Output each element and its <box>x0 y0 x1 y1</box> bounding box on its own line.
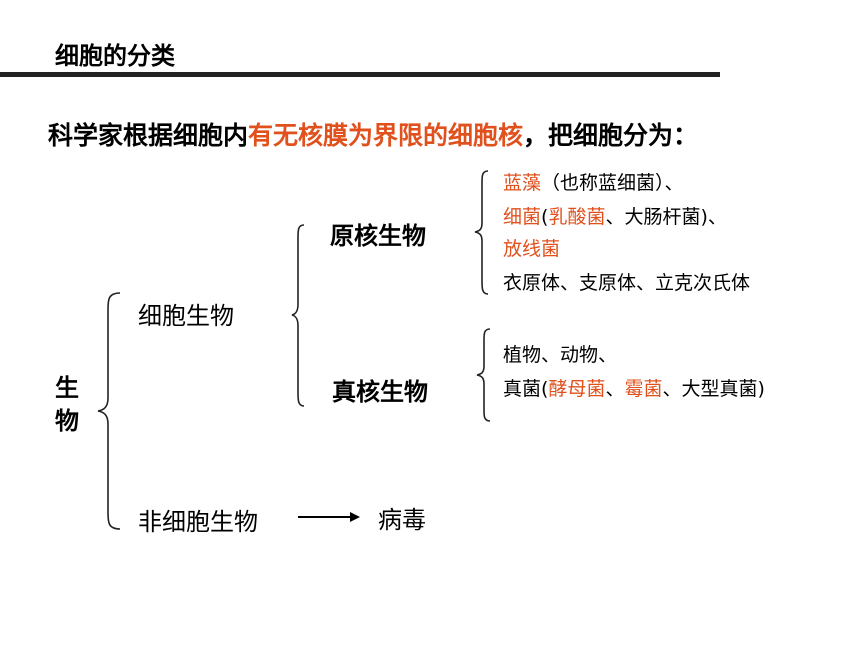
virus-arrow <box>298 512 360 522</box>
title-underline <box>0 72 720 77</box>
page-title: 细胞的分类 <box>55 42 175 70</box>
item-red-text: 霉菌 <box>624 378 663 400</box>
item-text: 、大型真菌) <box>662 378 765 400</box>
eukaryotes-label: 真核生物 <box>332 378 428 406</box>
virus-label: 病毒 <box>378 506 426 534</box>
cell-organisms-label: 细胞生物 <box>138 302 234 330</box>
item-red-text: 蓝藻 <box>503 172 542 194</box>
item-red-text: 放线菌 <box>503 238 561 260</box>
intro-sentence: 科学家根据细胞内有无核膜为界限的细胞核，把细胞分为： <box>48 116 698 152</box>
eukaryote-item-fungi: 真菌(酵母菌、霉菌、大型真菌) <box>503 374 765 401</box>
item-red-text: 乳酸菌 <box>548 206 606 228</box>
item-red-text: 酵母菌 <box>548 378 606 400</box>
prokaryote-item-actinomycetes: 放线菌 <box>503 234 560 261</box>
item-text: ( <box>541 206 549 228</box>
root-brace <box>97 292 121 530</box>
item-text: （也称蓝细菌）、 <box>541 172 684 194</box>
eukaryote-item-plants-animals: 植物、动物、 <box>503 344 618 366</box>
intro-prefix: 科学家根据细胞内 <box>48 121 249 150</box>
intro-suffix: ，把细胞分为： <box>523 121 699 150</box>
prokaryote-item-others: 衣原体、支原体、立克次氏体 <box>503 272 751 294</box>
intro-highlight: 有无核膜为界限的细胞核 <box>248 121 524 150</box>
non-cell-organisms-label: 非细胞生物 <box>138 508 258 536</box>
item-text: 、 <box>605 378 625 400</box>
prokaryote-item-cyanobacteria: 蓝藻（也称蓝细菌）、 <box>503 168 684 195</box>
cell-organisms-brace <box>291 224 305 407</box>
item-text: 真菌( <box>503 378 549 400</box>
prokaryotes-brace <box>474 170 489 295</box>
eukaryotes-brace <box>476 328 491 422</box>
root-organisms: 生 物 <box>55 374 79 435</box>
prokaryotes-label: 原核生物 <box>330 222 426 250</box>
prokaryote-item-bacteria: 细菌(乳酸菌、大肠杆菌)、 <box>503 202 727 229</box>
item-red-text: 细菌 <box>503 206 542 228</box>
item-text: 、大肠杆菌)、 <box>605 206 727 228</box>
